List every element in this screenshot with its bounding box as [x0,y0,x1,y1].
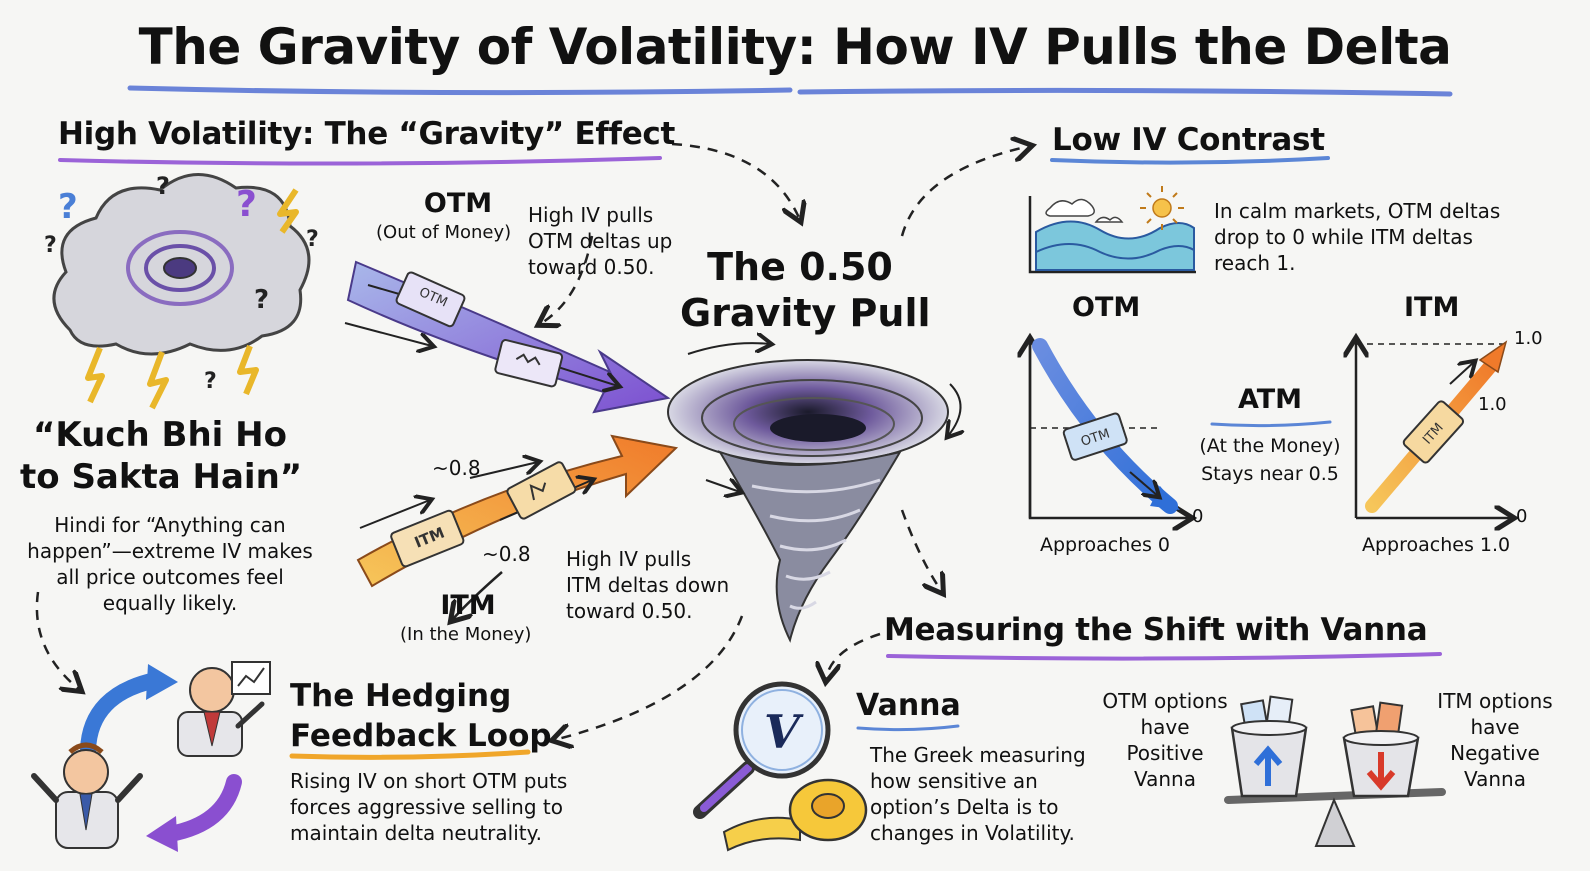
itm-bucket-icon [1342,701,1420,798]
otm-chart-caption: Approaches 0 [1040,534,1170,556]
vanna-name-underline [856,724,960,732]
otm-stream-label: OTM [423,188,493,219]
vanna-name: Vanna [856,688,961,723]
stock-chart-icon [231,661,271,695]
storm-cloud-icon: ? ? ? ? ? ? ? [44,172,319,410]
title-underline [127,85,1453,97]
tape-measure-icon [722,778,868,852]
otm-chart-ticket-icon [1062,412,1128,461]
seesaw-icon [1224,788,1446,847]
calm-sea-icon [1028,196,1196,274]
low-iv-underline [1050,156,1330,165]
page-title: The Gravity of Volatility: How IV Pulls … [138,18,1452,76]
vanna-symbol: V [764,705,804,759]
otm-stream-sub: (Out of Money) [376,222,512,243]
itm-chart-title: ITM [1404,292,1460,323]
hedging-underline [289,749,531,760]
itm-chart-caption: Approaches 1.0 [1362,534,1511,556]
vanna-section-heading: Measuring the Shift with Vanna [884,612,1428,648]
high-vol-heading: High Volatility: The “Gravity” Effect [58,116,676,152]
atm-underline [1210,420,1332,428]
itm-stream-sub: (In the Money) [400,624,532,645]
atm-description: (At the Money)Stays near 0.5 [1199,435,1341,485]
high-vol-underline [58,156,662,166]
ticket-icon [506,461,577,520]
itm-approx-label: ~0.8 [482,542,531,566]
panicking-trader-icon [31,742,143,849]
atm-title: ATM [1237,384,1303,415]
itm-chart-ticket-icon [1402,400,1465,464]
svg-text:?: ? [58,187,78,227]
otm-chart-zero: 0 [1192,506,1204,527]
svg-text:?: ? [204,369,217,394]
otm-chart-title: OTM [1072,292,1141,323]
stressed-trader-icon [177,667,265,757]
vanna-heading-underline [886,652,1442,661]
svg-text:?: ? [44,233,57,258]
svg-text:?: ? [254,285,269,315]
ticket-icon [494,339,564,388]
itm-approx-label: ~0.8 [432,456,481,480]
svg-text:?: ? [236,184,257,225]
itm-stream-label: ITM [440,590,496,621]
itm-ticket-icon [390,509,465,568]
otm-stream-arrow [344,260,671,414]
otm-bucket-icon [1230,695,1308,798]
vortex-icon [667,343,961,643]
itm-chart-mid-value: 1.0 [1478,394,1507,415]
feedback-loop-arrows [80,664,242,852]
svg-text:?: ? [306,227,319,252]
itm-chart-zero: 0 [1516,506,1528,527]
magnifying-glass-icon [693,681,831,819]
otm-ticket-icon [395,271,466,328]
itm-chart-top-value: 1.0 [1514,328,1543,349]
dashed-connector [35,144,1030,740]
sun-icon [1140,186,1184,230]
low-iv-heading: Low IV Contrast [1052,122,1325,158]
svg-text:?: ? [156,172,170,200]
